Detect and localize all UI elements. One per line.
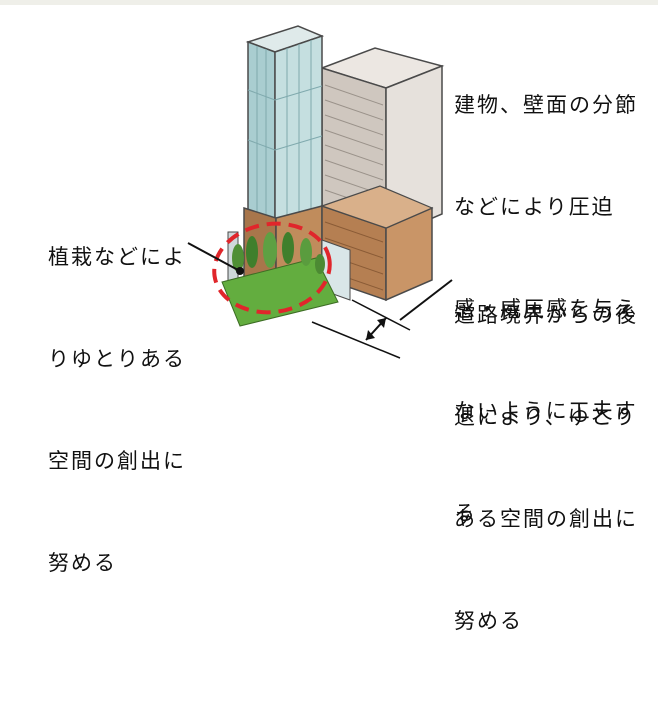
illustration-canvas: 植栽などによ りゆとりある 空間の創出に 努める 建物、壁面の分節 などにより圧…	[0, 0, 658, 633]
caption-setback-line: 努める	[454, 609, 523, 633]
planting-area	[221, 232, 339, 327]
caption-planting: 植栽などによ りゆとりある 空間の創出に 努める	[48, 172, 186, 648]
caption-setback-line: ある空間の創出に	[454, 507, 638, 531]
caption-building-wall-line: 感・威圧感を与え	[454, 297, 638, 321]
glass-tower	[245, 25, 325, 224]
caption-building-wall-line: などにより圧迫	[454, 195, 615, 219]
caption-building-wall-line: 建物、壁面の分節	[454, 93, 638, 117]
setback-dimension	[311, 299, 411, 359]
caption-setback: 道路境界からの後 退により、ゆとり ある空間の創出に 努める	[454, 230, 658, 706]
caption-planting-line: 努める	[48, 551, 117, 575]
caption-planting-line: りゆとりある	[48, 347, 186, 371]
caption-setback-line: 道路境界からの後	[454, 303, 638, 327]
planting-leader-line	[187, 242, 239, 271]
setback-leader-line	[399, 279, 453, 321]
planting-leader-dot	[236, 267, 244, 275]
top-strip	[0, 0, 658, 5]
caption-planting-line: 空間の創出に	[48, 449, 186, 473]
building-illustration	[187, 25, 453, 359]
caption-setback-line: 退により、ゆとり	[454, 405, 637, 429]
planting-callout-ellipse	[212, 221, 332, 315]
caption-planting-line: 植栽などによ	[48, 245, 186, 269]
